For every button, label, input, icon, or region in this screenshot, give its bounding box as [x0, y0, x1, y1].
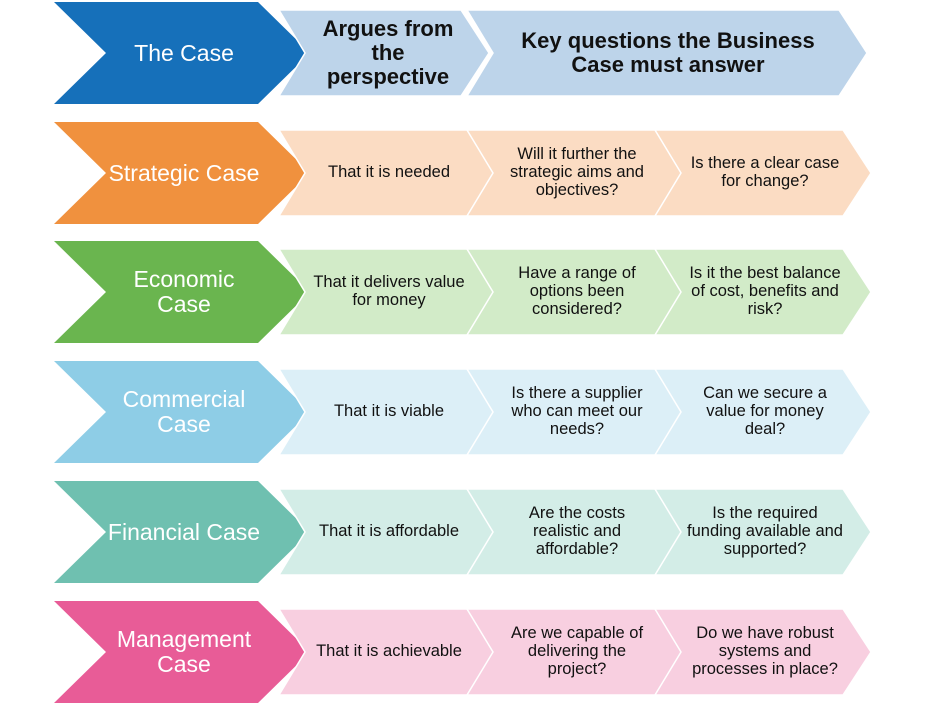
financial-case-question-1-text: Are the costs realistic and affordable?	[528, 504, 626, 558]
strategic-case-question-2-chevron: Is there a clear case for change?	[653, 129, 872, 217]
strategic-case-argues-text: That it is needed	[328, 163, 450, 182]
strategic-case-question-2-text: Is there a clear case for change?	[690, 154, 840, 190]
management-case-question-2-chevron: Do we have robust systems and processes …	[653, 608, 872, 696]
economic-case-argues-text: That it delivers value for money	[313, 273, 465, 309]
financial-case-label: Financial Case	[107, 518, 261, 545]
management-case-question-2-text: Do we have robust systems and processes …	[692, 624, 838, 678]
header-case-chevron: The Case	[54, 2, 310, 104]
commercial-case-argues-chevron: That it is viable	[277, 368, 496, 456]
management-case-question-2-chevron-shape	[653, 608, 872, 696]
strategic-case-label: Strategic Case	[108, 159, 260, 186]
management-case-chevron: Management Case	[54, 601, 310, 703]
economic-case-question-2-chevron-shape	[653, 248, 872, 336]
commercial-case-chevron-shape	[54, 361, 310, 463]
header-argues-label: Argues from the perspective	[322, 16, 454, 89]
management-case-chevron-shape	[54, 601, 310, 703]
financial-case-chevron-shape	[54, 481, 310, 583]
management-case-argues-text: That it is achievable	[316, 642, 462, 661]
strategic-case-chevron-shape	[54, 122, 310, 224]
economic-case-chevron-shape	[54, 241, 310, 343]
commercial-case-chevron: Commercial Case	[54, 361, 310, 463]
management-case-question-1-text: Are we capable of delivering the project…	[510, 624, 644, 678]
financial-case-question-2-chevron: Is the required funding available and su…	[653, 488, 872, 576]
economic-case-question-2-chevron: Is it the best balance of cost, benefits…	[653, 248, 872, 336]
header-argues-chevron-shape	[277, 9, 490, 97]
strategic-case-question-2-chevron-shape	[653, 129, 872, 217]
header-case-chevron-shape	[54, 2, 310, 104]
commercial-case-question-2-chevron-shape	[653, 368, 872, 456]
financial-case-chevron: Financial Case	[54, 481, 310, 583]
economic-case-question-1-text: Have a range of options been considered?	[518, 264, 636, 318]
strategic-case-chevron: Strategic Case	[54, 122, 310, 224]
management-case-argues-chevron: That it is achievable	[277, 608, 496, 696]
strategic-case-argues-chevron: That it is needed	[277, 129, 496, 217]
economic-case-chevron: Economic Case	[54, 241, 310, 343]
economic-case-argues-chevron: That it delivers value for money	[277, 248, 496, 336]
financial-case-argues-chevron: That it is affordable	[277, 488, 496, 576]
economic-case-label: Economic Case	[133, 266, 235, 317]
header-questions-chevron: Key questions the Business Case must ans…	[465, 9, 868, 97]
economic-case-question-1-chevron: Have a range of options been considered?	[465, 248, 684, 336]
strategic-case-question-1-chevron: Will it further the strategic aims and o…	[465, 129, 684, 217]
header-argues-chevron: Argues from the perspective	[277, 9, 490, 97]
financial-case-question-2-chevron-shape	[653, 488, 872, 576]
financial-case-question-2-text: Is the required funding available and su…	[687, 504, 843, 558]
header-case-label: The Case	[134, 39, 234, 66]
economic-case-question-2-text: Is it the best balance of cost, benefits…	[689, 264, 841, 318]
commercial-case-question-1-chevron: Is there a supplier who can meet our nee…	[465, 368, 684, 456]
financial-case-question-1-chevron: Are the costs realistic and affordable?	[465, 488, 684, 576]
commercial-case-question-2-text: Can we secure a value for money deal?	[703, 384, 827, 438]
commercial-case-question-1-text: Is there a supplier who can meet our nee…	[511, 384, 643, 438]
header-questions-chevron-shape	[465, 9, 868, 97]
financial-case-argues-text: That it is affordable	[318, 522, 460, 541]
management-case-question-1-chevron: Are we capable of delivering the project…	[465, 608, 684, 696]
strategic-case-question-1-text: Will it further the strategic aims and o…	[510, 145, 644, 199]
management-case-label: Management Case	[116, 626, 252, 677]
commercial-case-label: Commercial Case	[122, 386, 246, 437]
commercial-case-argues-text: That it is viable	[333, 402, 445, 421]
commercial-case-question-2-chevron: Can we secure a value for money deal?	[653, 368, 872, 456]
header-questions-label: Key questions the Business Case must ans…	[521, 28, 815, 77]
